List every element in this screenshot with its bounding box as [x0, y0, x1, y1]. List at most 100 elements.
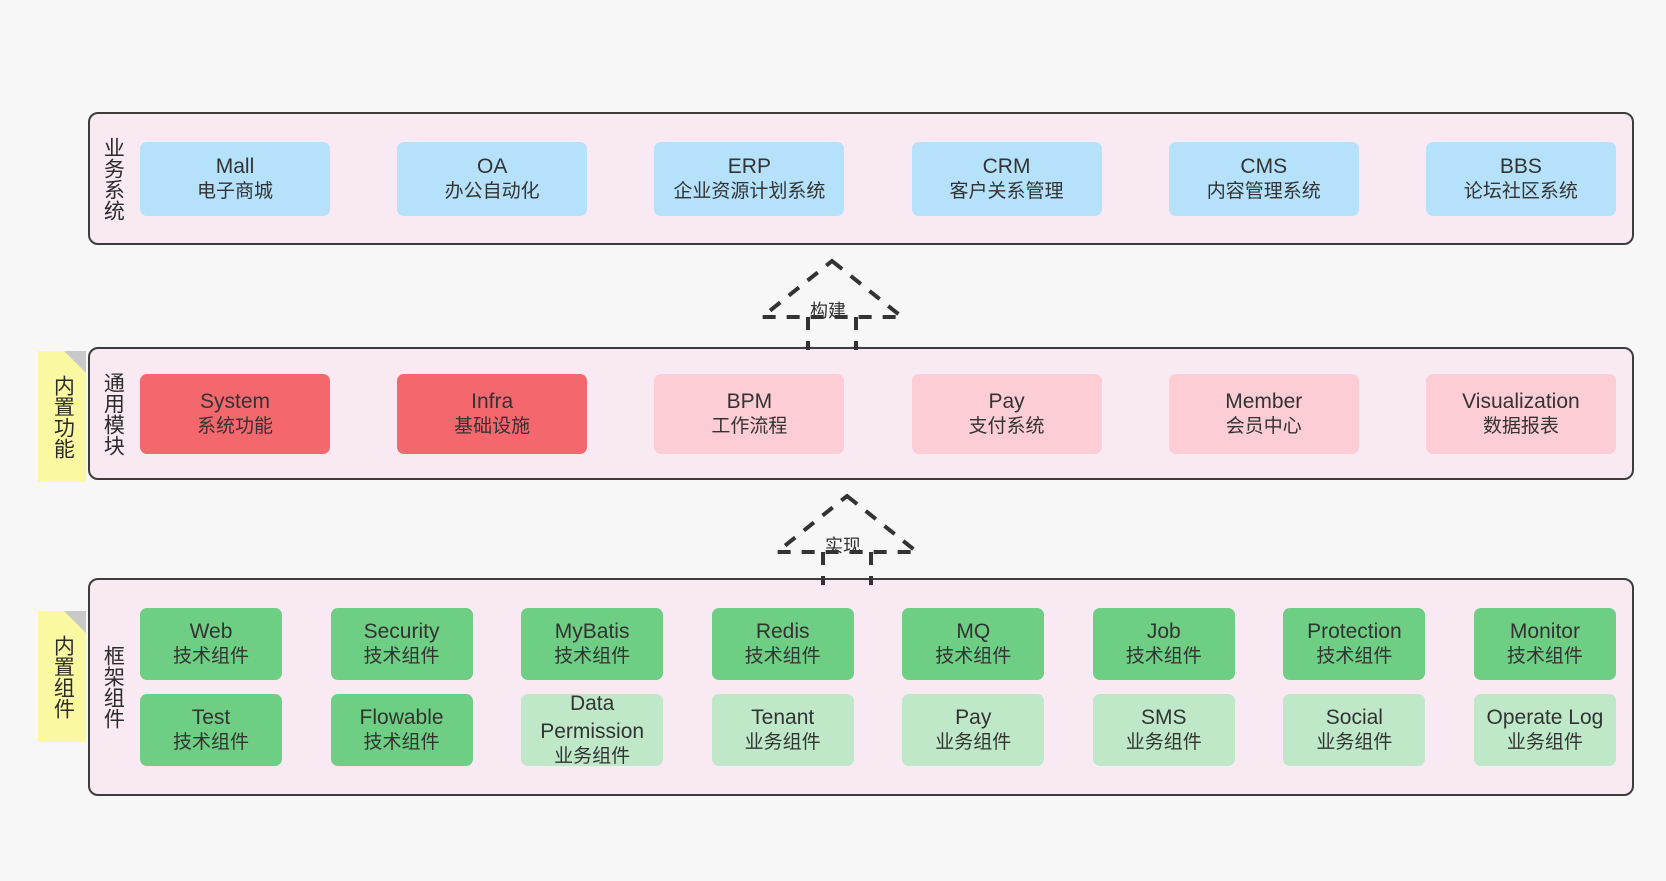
- node-name: Mall: [215, 154, 255, 178]
- node-name: Member: [1225, 389, 1303, 413]
- layer-framework-title: 框架组件: [101, 645, 125, 729]
- node-subtitle: 技术组件: [363, 646, 440, 668]
- node-subtitle: 数据报表: [1482, 415, 1559, 437]
- node-subtitle: 系统功能: [196, 415, 273, 437]
- node-subtitle: 技术组件: [172, 646, 249, 668]
- node-redis[interactable]: Redis 技术组件: [711, 608, 854, 680]
- node-subtitle: 技术组件: [1506, 646, 1583, 668]
- node-name: SMS: [1141, 706, 1187, 729]
- node-name: ERP: [727, 154, 771, 178]
- node-name: Test: [191, 706, 231, 729]
- node-sms[interactable]: SMS 业务组件: [1092, 694, 1235, 766]
- node-subtitle: 电子商城: [196, 180, 273, 202]
- node-name: OA: [477, 154, 508, 178]
- node-name: Social: [1325, 706, 1383, 729]
- note-fold-corner-icon: [64, 611, 86, 633]
- node-name: Pay: [955, 706, 992, 729]
- layer-business-title: 业务系统: [101, 136, 125, 221]
- node-subtitle: 工作流程: [711, 415, 788, 437]
- node-mybatis[interactable]: MyBatis 技术组件: [521, 608, 664, 680]
- node-social[interactable]: Social 业务组件: [1283, 694, 1426, 766]
- node-subtitle: 会员中心: [1225, 415, 1302, 437]
- node-subtitle: 论坛社区系统: [1463, 180, 1578, 202]
- sticky-note-builtin-components-label: 内置组件: [51, 634, 75, 719]
- node-subtitle: 业务组件: [1125, 732, 1202, 754]
- node-subtitle: 办公自动化: [444, 180, 540, 202]
- node-name: Tenant: [751, 706, 815, 729]
- node-name: Redis: [755, 620, 810, 643]
- implement-arrow-glyph: [771, 493, 923, 585]
- node-name: Security: [363, 620, 440, 643]
- node-name: MQ: [956, 620, 991, 643]
- node-subtitle: 技术组件: [935, 646, 1012, 668]
- connector-implement-label: 实现: [825, 536, 861, 556]
- build-arrow-glyph: [756, 258, 908, 350]
- node-name: Infra: [471, 389, 514, 413]
- node-subtitle: 技术组件: [1125, 646, 1202, 668]
- node-subtitle: 基础设施: [454, 415, 531, 437]
- node-name: CMS: [1240, 154, 1288, 178]
- node-subtitle: 技术组件: [172, 732, 249, 754]
- sticky-note-builtin-components: 内置组件: [38, 611, 86, 742]
- connector-build-label: 构建: [810, 301, 846, 321]
- node-subtitle: 业务组件: [1506, 732, 1583, 754]
- node-operate-log[interactable]: Operate Log 业务组件: [1473, 694, 1616, 766]
- node-subtitle: 技术组件: [554, 646, 631, 668]
- node-test[interactable]: Test 技术组件: [140, 694, 282, 766]
- node-subtitle: 业务组件: [1316, 732, 1393, 754]
- node-name: Protection: [1307, 620, 1402, 643]
- node-name: Pay: [988, 389, 1025, 413]
- connector-implement: 实现: [765, 490, 925, 585]
- node-name: Data Permission: [540, 692, 645, 743]
- layer-common-title: 通用模块: [101, 371, 125, 456]
- node-mq[interactable]: MQ 技术组件: [902, 608, 1045, 680]
- node-name: CRM: [982, 154, 1031, 178]
- node-subtitle: 客户关系管理: [949, 180, 1064, 202]
- node-name: Monitor: [1509, 620, 1580, 643]
- node-name: MyBatis: [554, 620, 630, 643]
- node-subtitle: 技术组件: [1316, 646, 1393, 668]
- node-subtitle: 企业资源计划系统: [673, 180, 826, 202]
- node-subtitle: 技术组件: [744, 646, 821, 668]
- node-monitor[interactable]: Monitor 技术组件: [1473, 608, 1616, 680]
- node-name: Flowable: [359, 706, 444, 729]
- node-name: System: [199, 389, 270, 413]
- node-security[interactable]: Security 技术组件: [330, 608, 473, 680]
- sticky-note-builtin-features: 内置功能: [38, 351, 86, 482]
- node-subtitle: 内容管理系统: [1206, 180, 1321, 202]
- node-subtitle: 业务组件: [554, 745, 631, 767]
- node-name: BPM: [726, 389, 773, 413]
- node-protection[interactable]: Protection 技术组件: [1283, 608, 1426, 680]
- node-name: Operate Log: [1486, 706, 1604, 729]
- sticky-note-builtin-features-label: 内置功能: [51, 374, 75, 459]
- node-name: Job: [1146, 620, 1181, 643]
- node-subtitle: 支付系统: [968, 415, 1045, 437]
- node-job[interactable]: Job 技术组件: [1092, 608, 1235, 680]
